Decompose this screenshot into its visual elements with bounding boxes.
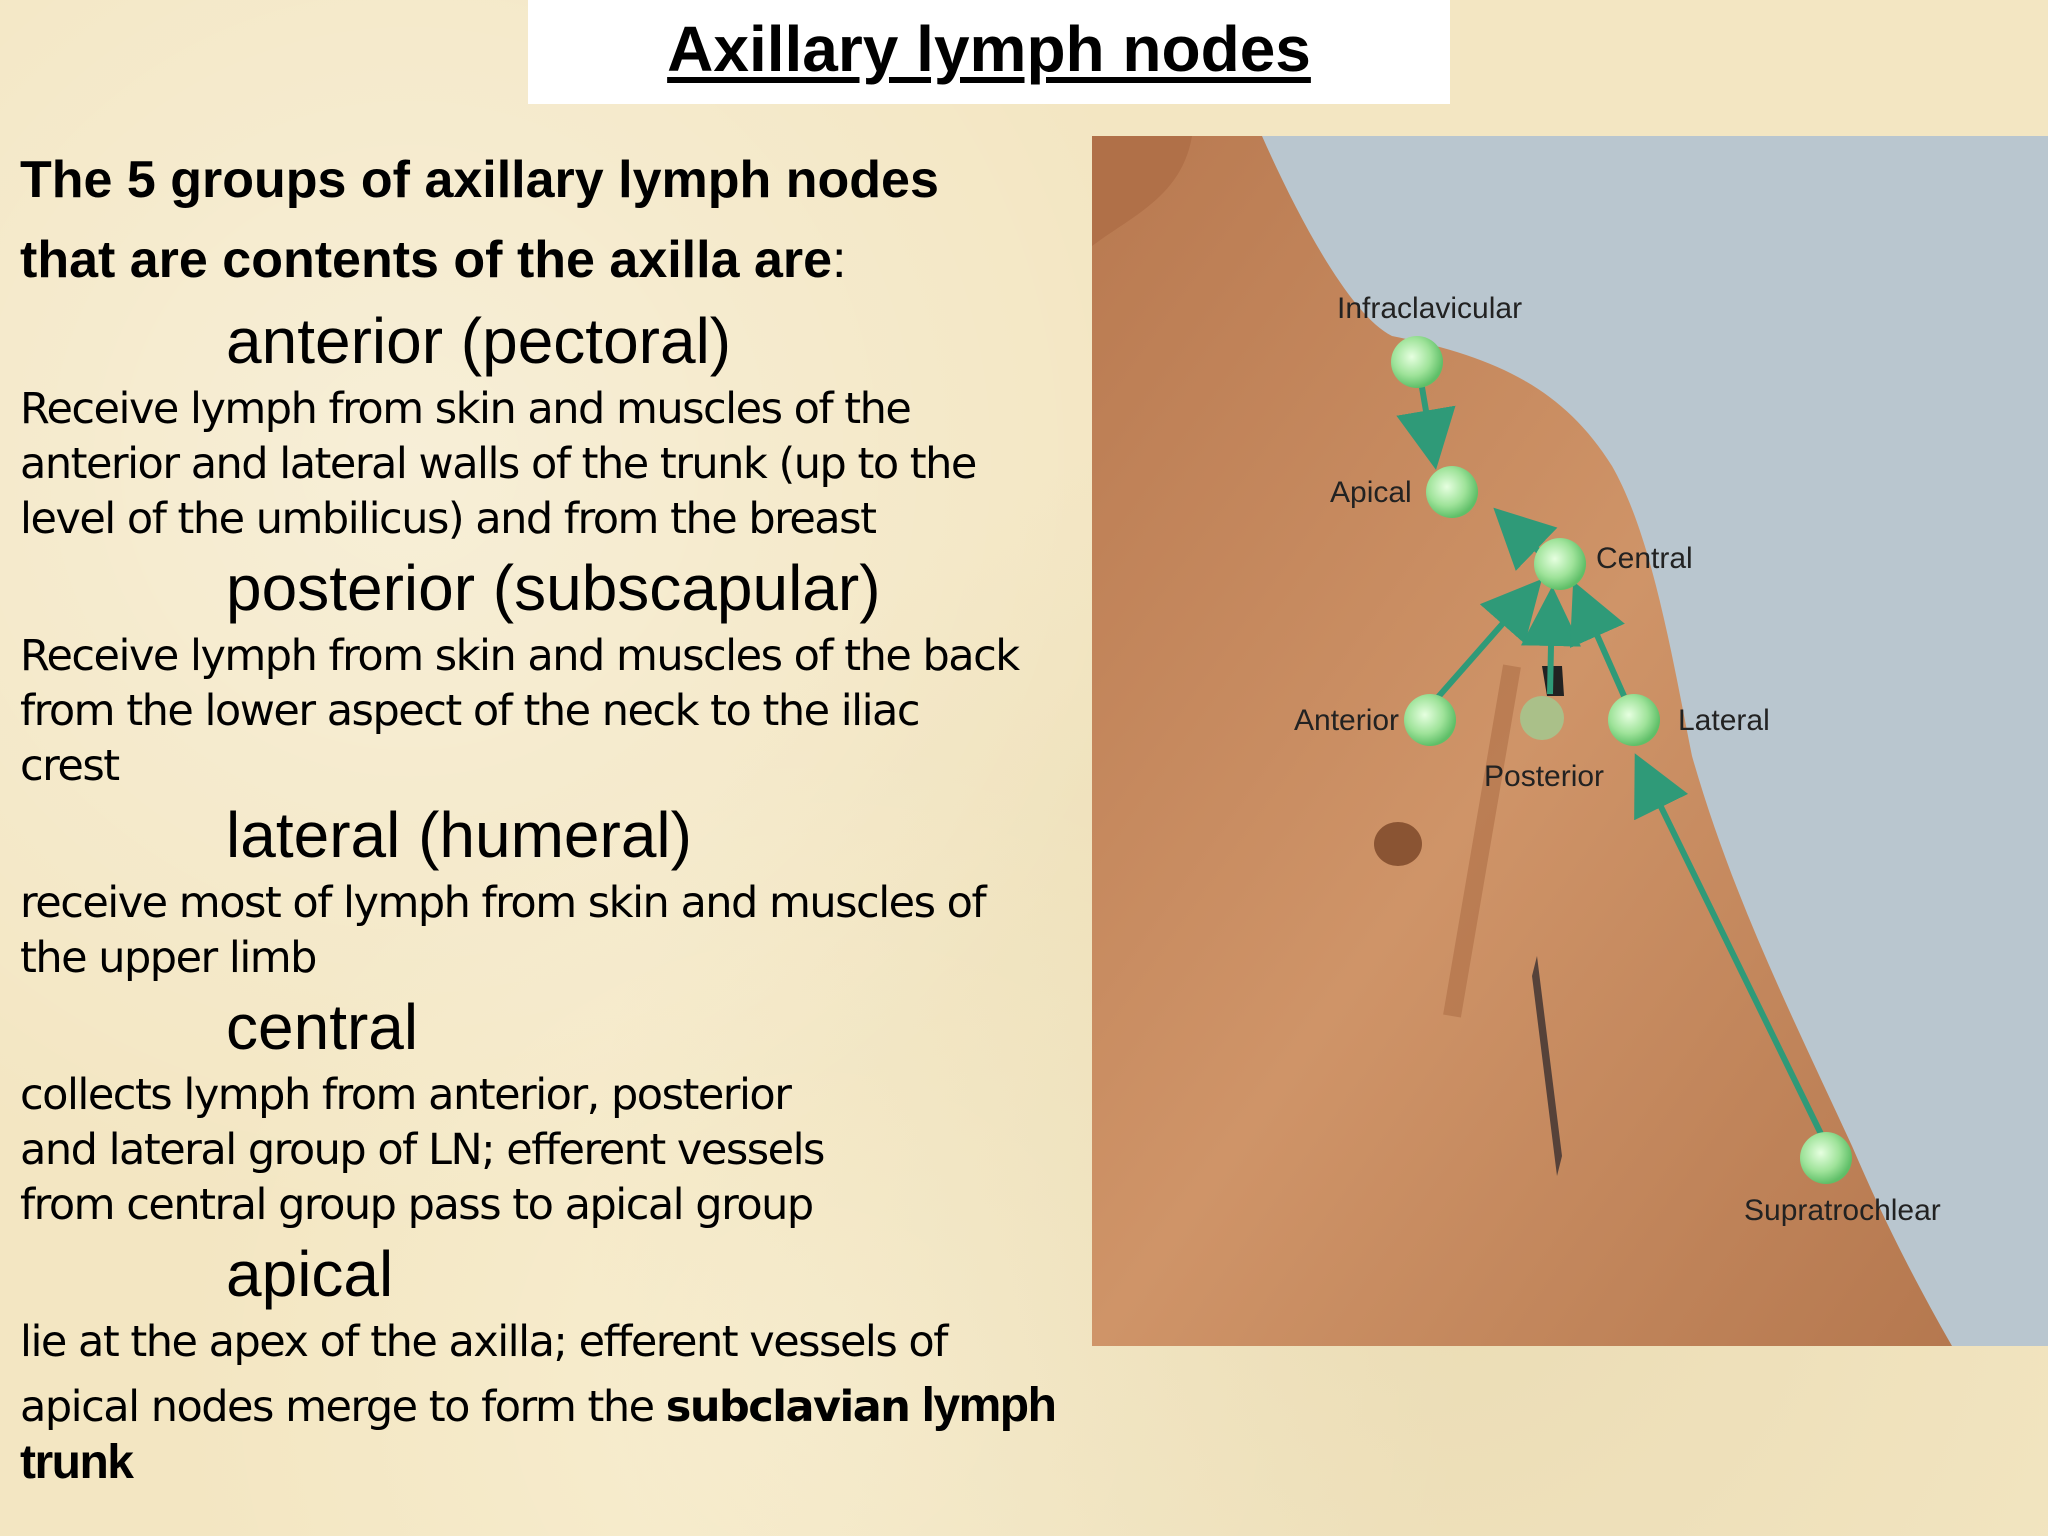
group-desc-central-1: collects lymph from anterior, posterior xyxy=(20,1070,792,1120)
node-supratrochlear xyxy=(1800,1132,1852,1184)
intro-line-2-text: that are contents of the axilla are xyxy=(20,231,833,289)
group-heading-lateral: lateral (humeral) xyxy=(226,799,692,871)
group-heading-posterior: posterior (subscapular) xyxy=(226,552,881,624)
arrow-anterior-central xyxy=(1429,578,1542,706)
label-anterior: Anterior xyxy=(1294,704,1399,737)
figure-svg: Infraclavicular Apical Central Anterior … xyxy=(1092,136,2048,1346)
group-desc-apical-2: apical nodes merge to form the subclavia… xyxy=(20,1378,1090,1435)
group-desc-lateral-2: the upper limb xyxy=(20,933,317,983)
arm-shadow xyxy=(1532,956,1562,1176)
group-desc-apical-3: trunk xyxy=(20,1435,1090,1492)
label-supratrochlear: Supratrochlear xyxy=(1744,1194,1941,1227)
term-subclavian: subclavian xyxy=(665,1382,911,1432)
group-desc-posterior-1: Receive lymph from skin and muscles of t… xyxy=(20,631,1020,681)
node-anterior xyxy=(1404,694,1456,746)
label-central: Central xyxy=(1596,542,1693,575)
label-lateral: Lateral xyxy=(1678,704,1770,737)
term-lymph: lymph xyxy=(921,1379,1057,1432)
label-infraclavicular: Infraclavicular xyxy=(1337,292,1522,325)
node-posterior xyxy=(1520,696,1564,740)
node-infraclavicular xyxy=(1391,336,1443,388)
group-heading-apical: apical xyxy=(226,1238,394,1310)
label-posterior: Posterior xyxy=(1484,760,1604,793)
text-content: The 5 groups of axillary lymph nodes tha… xyxy=(20,140,1090,1492)
node-apical xyxy=(1426,466,1478,518)
intro-line-2: that are contents of the axilla are: xyxy=(20,220,1090,300)
title-box: Axillary lymph nodes xyxy=(528,0,1450,104)
arm-contour xyxy=(1443,664,1521,1018)
group-desc-anterior-2: anterior and lateral walls of the trunk … xyxy=(20,439,977,489)
nipple xyxy=(1374,822,1422,866)
group-desc-anterior-3: level of the umbilicus) and from the bre… xyxy=(20,494,877,544)
group-heading-central: central xyxy=(226,991,419,1063)
group-desc-posterior-2: from the lower aspect of the neck to the… xyxy=(20,686,921,736)
group-desc-posterior-3: crest xyxy=(20,741,120,791)
group-heading-anterior: anterior (pectoral) xyxy=(226,305,732,377)
node-lateral xyxy=(1608,694,1660,746)
intro-colon: : xyxy=(832,231,847,289)
arrow-posterior-central xyxy=(1521,586,1581,695)
node-central xyxy=(1534,538,1586,590)
arrow-lateral-central xyxy=(1569,581,1627,698)
group-desc-apical-2-text: apical nodes merge to form the xyxy=(20,1382,666,1432)
lymph-node-figure: Infraclavicular Apical Central Anterior … xyxy=(1092,136,2048,1346)
intro-line-1: The 5 groups of axillary lymph nodes xyxy=(20,151,939,209)
neck-shadow xyxy=(1092,136,1192,246)
group-desc-lateral-1: receive most of lymph from skin and musc… xyxy=(20,878,987,928)
page-title: Axillary lymph nodes xyxy=(667,13,1311,85)
group-desc-central-3: from central group pass to apical group xyxy=(20,1180,814,1230)
label-apical: Apical xyxy=(1330,476,1412,509)
term-trunk: trunk xyxy=(20,1436,134,1489)
torso-and-arm xyxy=(1092,136,1952,1346)
arrow-supratrochlear-lateral xyxy=(1634,753,1825,1138)
group-desc-apical-1: lie at the apex of the axilla; efferent … xyxy=(20,1317,948,1367)
group-desc-central-2: and lateral group of LN; efferent vessel… xyxy=(20,1125,825,1175)
group-desc-anterior-1: Receive lymph from skin and muscles of t… xyxy=(20,384,912,434)
